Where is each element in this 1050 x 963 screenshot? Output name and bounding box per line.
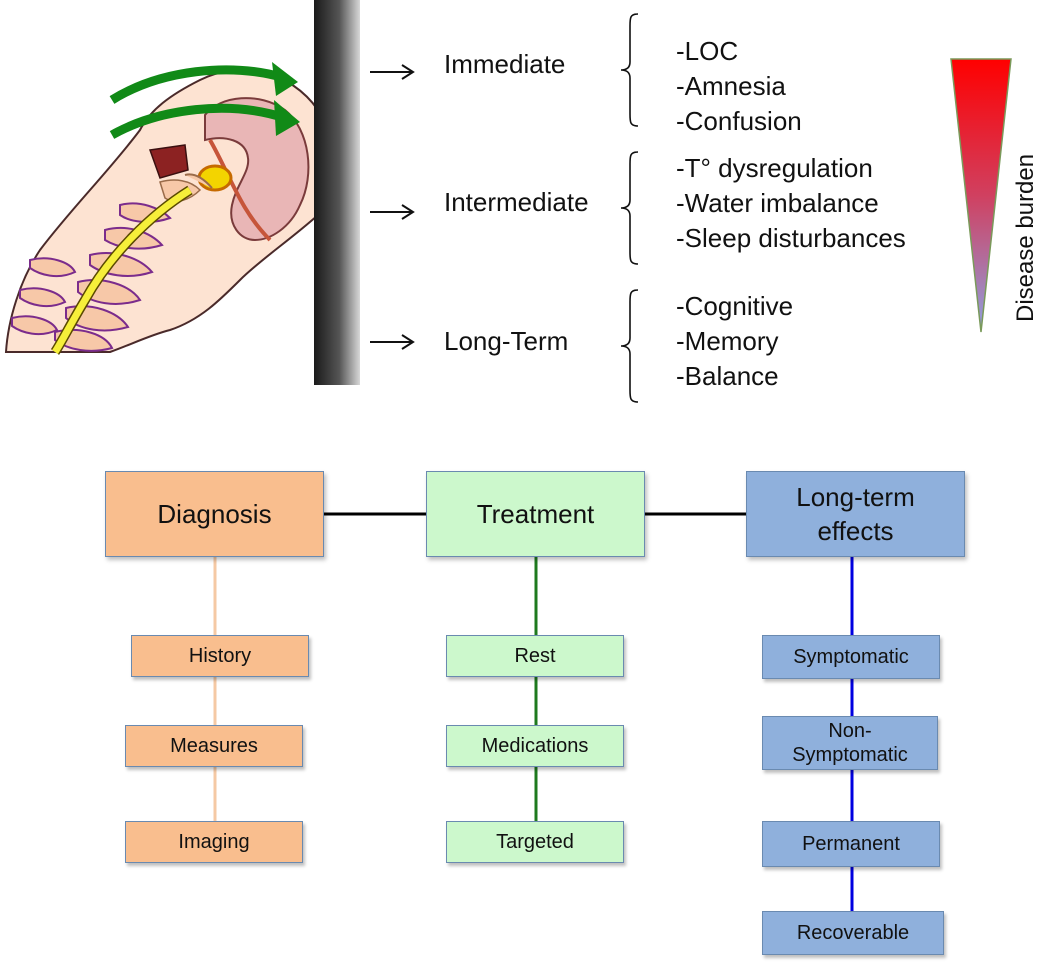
symptom-item: -Confusion (676, 106, 802, 136)
symptom-list-intermediate: -T° dysregulation -Water imbalance -Slee… (676, 151, 906, 256)
stage-label-immediate: Immediate (444, 49, 566, 79)
curly-bracket (620, 289, 639, 403)
treatment-box: Treatment (426, 471, 645, 557)
stage-label-long-term: Long-Term (444, 326, 569, 356)
treatment-item-targeted: Targeted (446, 821, 624, 863)
symptom-item: -LOC (676, 36, 739, 66)
diagnosis-item-label: Imaging (178, 831, 250, 853)
arrow-right-icon (370, 64, 415, 80)
symptom-list-immediate: -LOC -Amnesia -Confusion (676, 34, 802, 139)
symptom-item: -Memory (676, 326, 779, 356)
long-term-item-non-symptomatic: Non- Symptomatic (762, 716, 938, 770)
diagnosis-item-measures: Measures (125, 725, 303, 767)
long-term-item-label: Recoverable (796, 922, 910, 944)
curly-bracket (620, 13, 639, 127)
diagnosis-box: Diagnosis (105, 471, 324, 557)
treatment-item-label: Medications (481, 735, 589, 757)
arrow-right-icon (370, 334, 415, 350)
long-term-item-label: Symptomatic (792, 744, 908, 766)
stage-label-intermediate: Intermediate (444, 187, 589, 217)
long-term-item-label: Symptomatic (793, 646, 909, 668)
long-term-item-recoverable: Recoverable (762, 911, 944, 955)
treatment-item-medications: Medications (446, 725, 624, 767)
impact-wall (314, 0, 360, 385)
long-term-effects-box: Long-term effects (746, 471, 965, 557)
long-term-item-symptomatic: Symptomatic (762, 635, 940, 679)
long-term-item-label: Permanent (802, 833, 900, 855)
treatment-item-label: Targeted (496, 831, 574, 853)
arrow-right-icon (370, 204, 415, 220)
symptom-item: -Water imbalance (676, 188, 879, 218)
diagnosis-item-history: History (131, 635, 309, 677)
symptom-item: -Amnesia (676, 71, 786, 101)
head-impact-illustration (4, 62, 319, 355)
long-term-effects-label-line2: effects (817, 516, 894, 546)
long-term-effects-label-line1: Long-term (796, 482, 915, 512)
treatment-item-label: Rest (514, 645, 556, 667)
symptom-item: -T° dysregulation (676, 153, 873, 183)
symptom-item: -Balance (676, 361, 779, 391)
diagnosis-item-label: Measures (170, 735, 258, 757)
diagnosis-item-label: History (188, 645, 252, 667)
treatment-label: Treatment (476, 499, 595, 529)
symptom-item: -Cognitive (676, 291, 794, 321)
symptom-list-long-term: -Cognitive -Memory -Balance (676, 289, 793, 394)
diagnosis-item-imaging: Imaging (125, 821, 303, 863)
treatment-item-rest: Rest (446, 635, 624, 677)
symptom-item: -Sleep disturbances (676, 223, 906, 253)
curly-bracket (620, 151, 639, 265)
disease-burden-triangle (950, 58, 1012, 333)
long-term-item-permanent: Permanent (762, 821, 940, 867)
long-term-item-label: Non- (828, 720, 872, 742)
diagnosis-label: Diagnosis (157, 499, 272, 529)
